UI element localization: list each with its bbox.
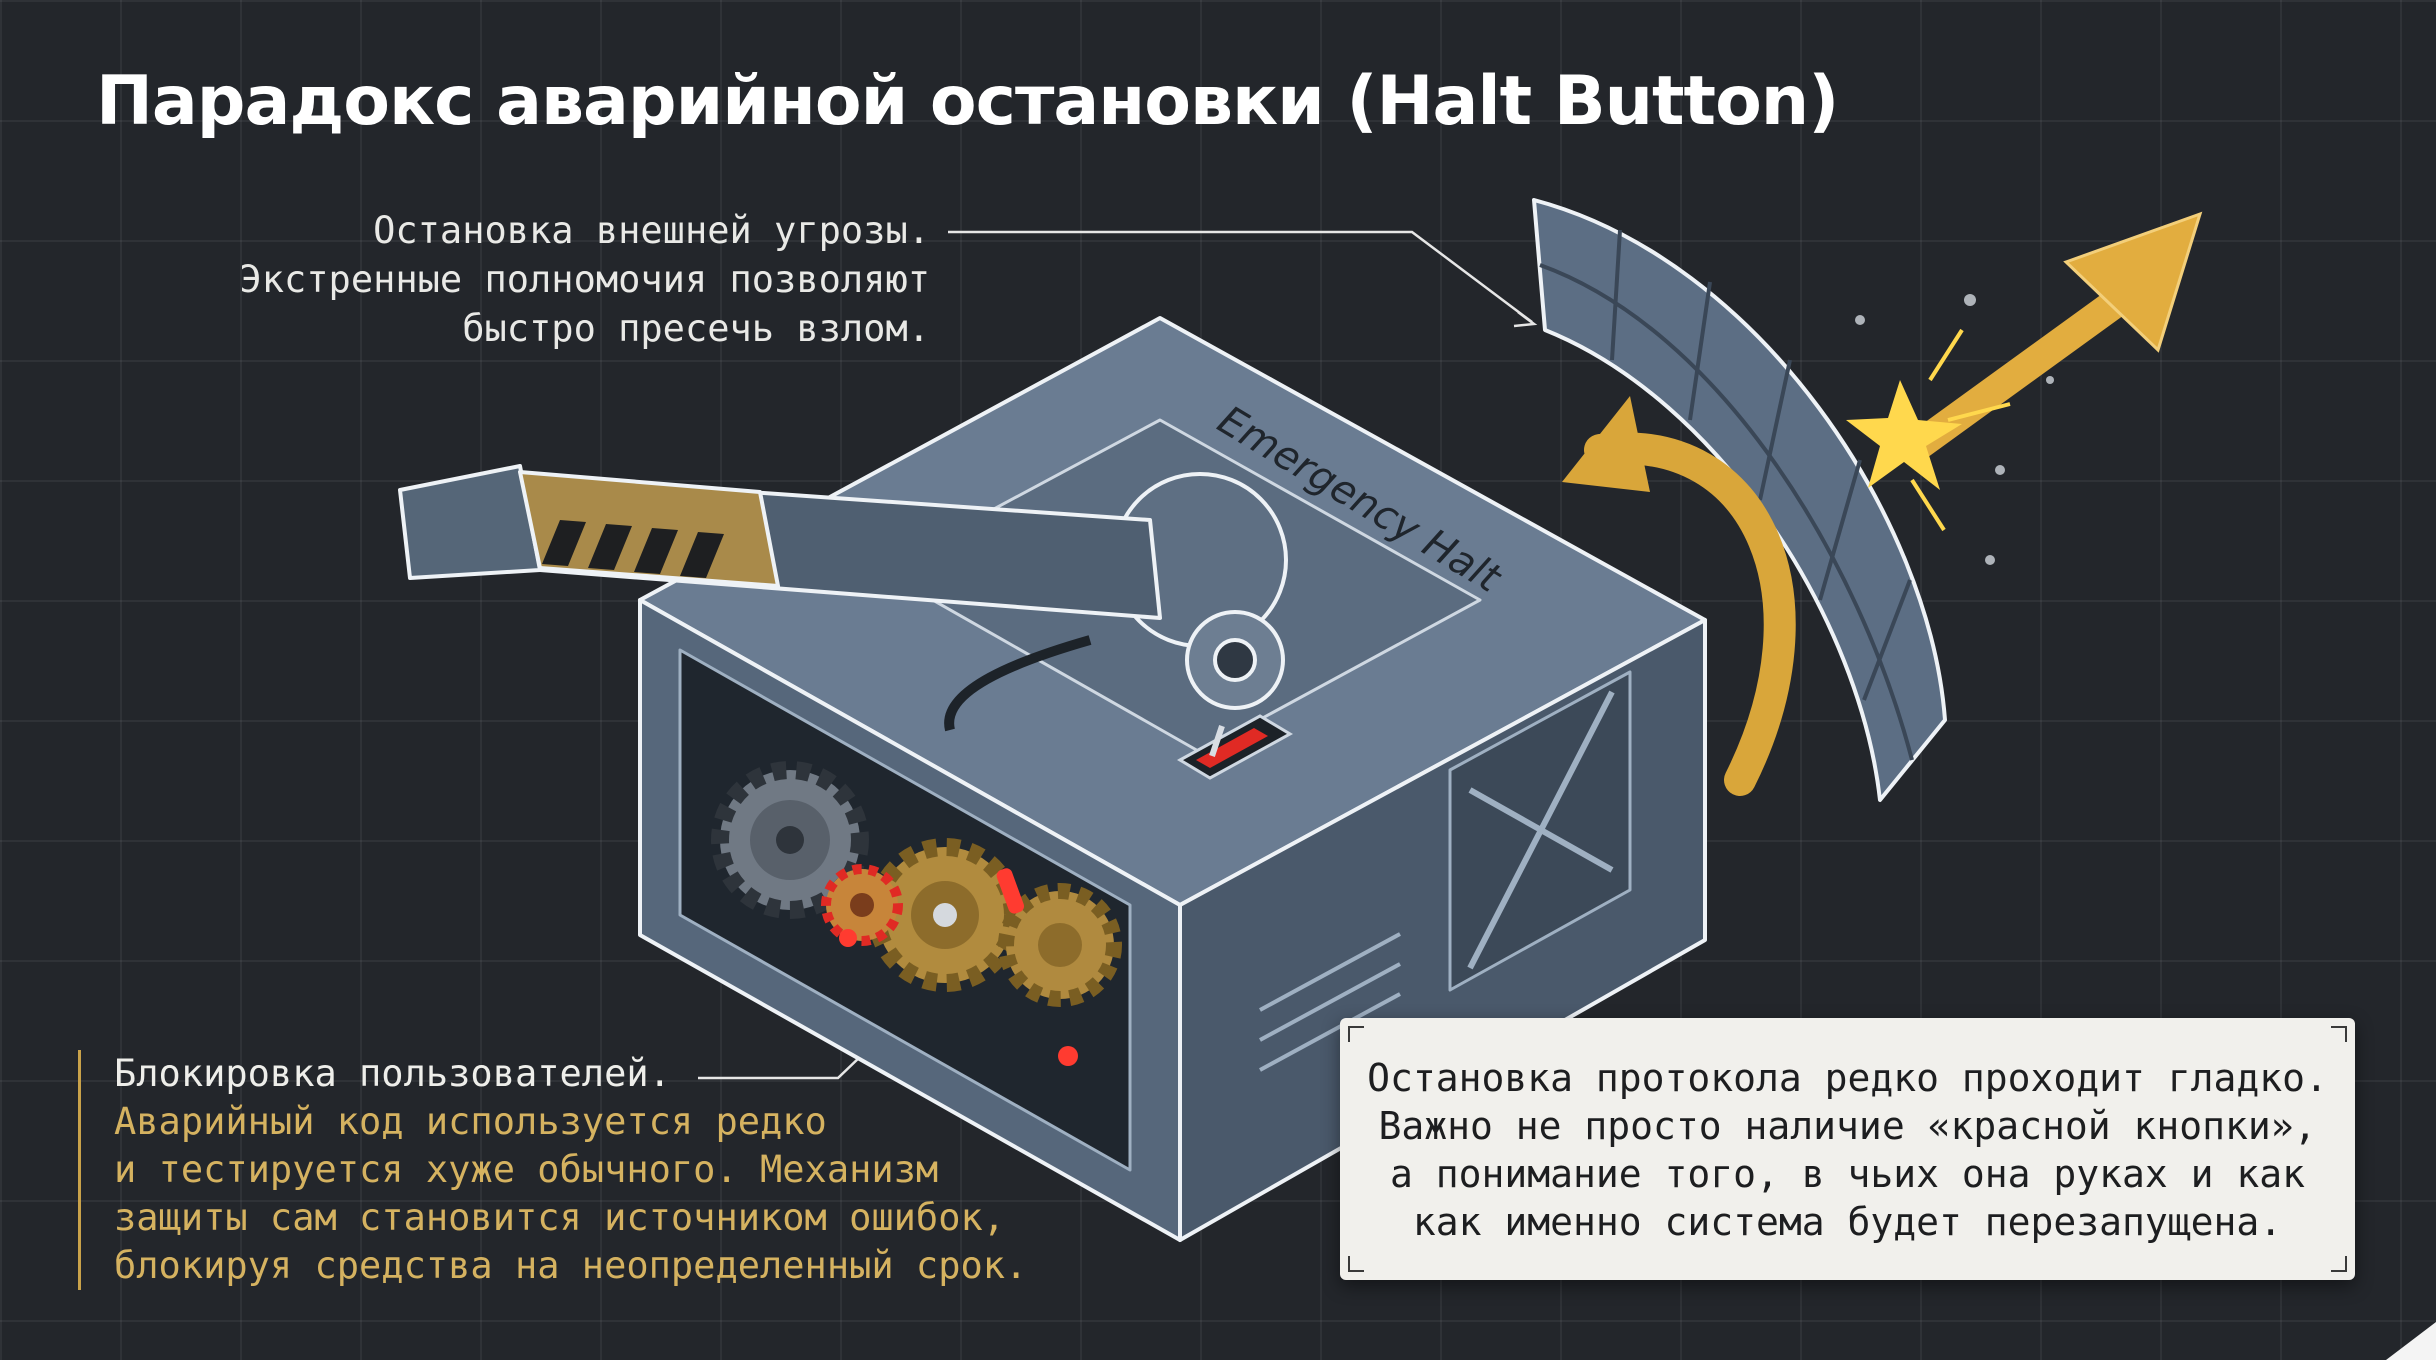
shield-icon [1532,198,1947,802]
gear-icon [998,883,1122,1007]
note-left-line: и тестируется хуже обычного. Механизм [114,1148,939,1191]
callout-box: Остановка протокола редко проходит гладк… [1340,1018,2355,1280]
note-user-lockout: Блокировка пользователей. Аварийный код … [78,1050,1074,1290]
callout-corner [1348,1256,1364,1272]
note-top-line: Остановка внешней угрозы. [373,209,930,252]
callout-line: Важно не просто наличие «красной кнопки»… [1378,1104,2317,1148]
gear-icon [711,761,869,919]
lever-arm-icon [398,464,1288,732]
callout-corner [1348,1026,1364,1042]
note-left-line: Аварийный код используется редко [114,1100,827,1143]
callout-corner [2331,1256,2347,1272]
callout-line: а понимание того, в чьих она руках и как [1389,1152,2306,1196]
warning-bar [996,868,1025,914]
page-title: Парадокс аварийной остановки (Halt Butto… [96,62,1839,141]
leader-line-top [948,230,1538,328]
warning-dot [1058,1046,1078,1066]
note-top-line: быстро пресечь взлом. [462,307,930,350]
indicator-light [1176,714,1294,780]
note-left-line: защиты сам становится источником ошибок, [114,1196,1006,1239]
bounce-arrow-icon [1562,396,1796,796]
warning-dot [839,929,857,947]
callout-line: Остановка протокола редко проходит гладк… [1367,1056,2328,1100]
corner-mark [2386,1322,2436,1360]
gear-icon [868,838,1022,992]
callout-line: как именно система будет перезапущена. [1412,1200,2283,1244]
gear-icon [821,864,903,946]
callout-corner [2331,1026,2347,1042]
exit-arrow-icon [1900,211,2203,463]
note-external-threat: Остановка внешней угрозы. Экстренные пол… [160,206,930,353]
sparks-icon [1846,294,2054,565]
note-left-line: блокируя средства на неопределенный срок… [114,1244,1028,1287]
note-top-line: Экстренные полномочия позволяют [239,258,930,301]
note-left-heading: Блокировка пользователей. [114,1052,671,1095]
